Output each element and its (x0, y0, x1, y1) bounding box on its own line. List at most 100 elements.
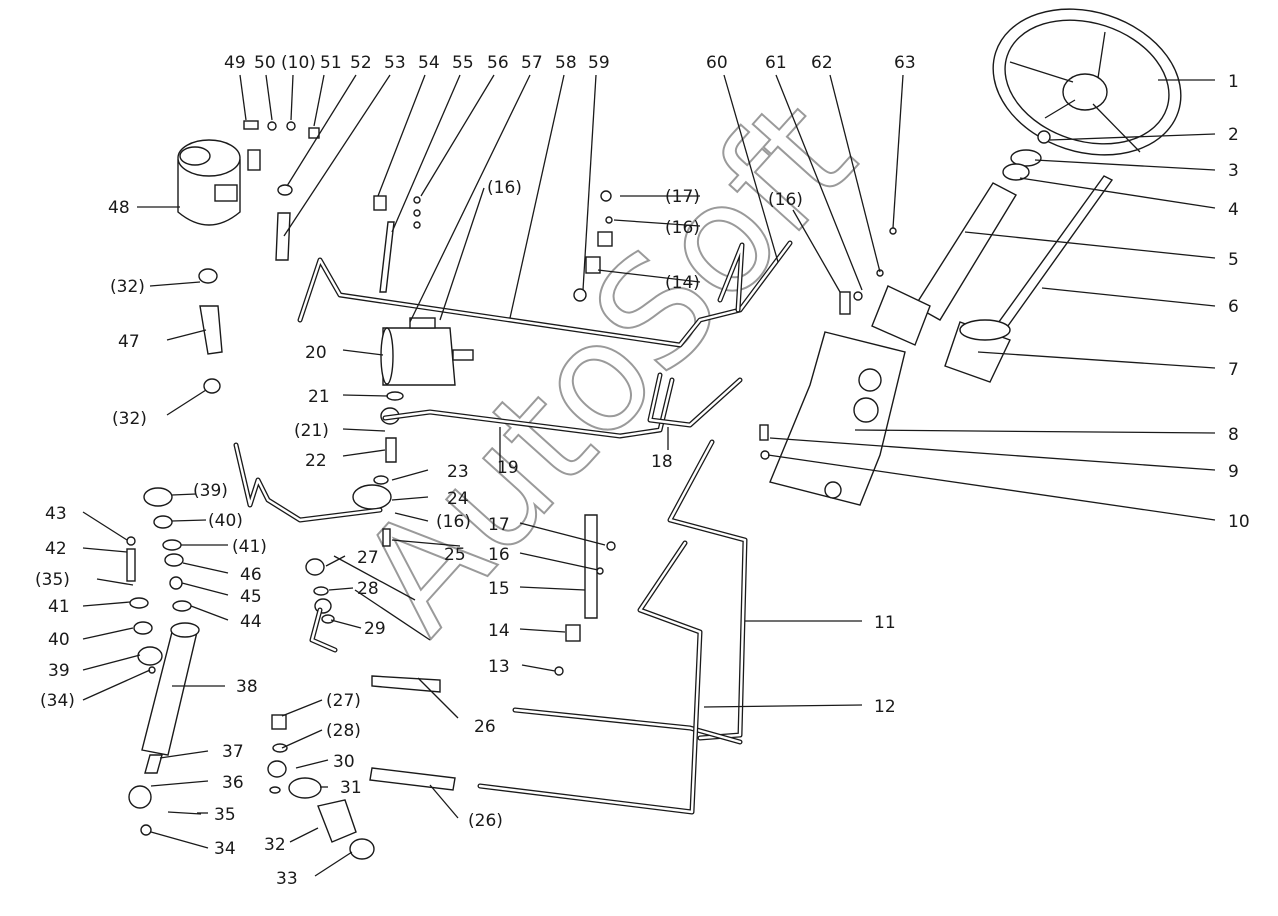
label-16d: (16) (436, 512, 471, 532)
mount-plate-62 (871, 285, 931, 346)
fitting-30 (267, 760, 287, 778)
label-43: 43 (45, 504, 67, 524)
label-5: 5 (1228, 250, 1239, 270)
label-31: 31 (340, 778, 362, 798)
label-20: 20 (305, 343, 327, 363)
label-32b: (32) (112, 409, 147, 429)
washer-41 (129, 597, 149, 609)
label-57: 57 (521, 53, 543, 73)
clamp-33 (349, 838, 375, 860)
label-55: 55 (452, 53, 474, 73)
strap-55 (379, 221, 395, 293)
label-21: 21 (308, 387, 330, 407)
nut-2 (1037, 130, 1051, 144)
washer-10-top (286, 121, 296, 131)
label-35b: (35) (35, 570, 70, 590)
washer-23 (373, 475, 389, 485)
seal-39 (137, 646, 163, 666)
bushing-4 (1002, 163, 1030, 181)
label-28: 28 (357, 579, 379, 599)
washer-28b (272, 743, 288, 753)
label-26: 26 (474, 717, 496, 737)
label-13: 13 (488, 657, 510, 677)
clamp-plate (597, 231, 613, 247)
label-17: 17 (488, 515, 510, 535)
label-44: 44 (240, 612, 262, 632)
label-62: 62 (811, 53, 833, 73)
bolt-16-right (853, 291, 863, 301)
label-3: 3 (1228, 161, 1239, 181)
label-32: 32 (264, 835, 286, 855)
label-28b: (28) (326, 721, 361, 741)
boot-32 (317, 799, 357, 843)
label-59: 59 (588, 53, 610, 73)
bolt-59 (573, 288, 587, 302)
label-8: 8 (1228, 425, 1239, 445)
label-23: 23 (447, 462, 469, 482)
banjo-bolt-27b (271, 714, 287, 730)
label-19: 19 (497, 458, 519, 478)
label-10-top: (10) (281, 53, 316, 73)
nut-51 (308, 127, 320, 139)
label-14: 14 (488, 621, 510, 641)
washer-33-small (269, 786, 281, 794)
parts (96, 8, 1182, 860)
label-17b: (17) (665, 187, 700, 207)
oil-reservoir-48 (177, 139, 261, 226)
banjo-24 (352, 484, 392, 510)
bolt-49 (243, 120, 259, 130)
hydraulic-pump-20 (380, 317, 474, 386)
cap-32-top (198, 268, 218, 284)
label-49: 49 (224, 53, 246, 73)
label-6: 6 (1228, 297, 1239, 317)
label-16c: (16) (768, 190, 803, 210)
clamp-31 (288, 777, 322, 799)
label-24: 24 (447, 489, 469, 509)
washer-40-top (153, 515, 173, 529)
label-41b: (41) (232, 537, 267, 557)
label-61: 61 (765, 53, 787, 73)
label-56: 56 (487, 53, 509, 73)
column-tube-5 (914, 182, 1017, 321)
label-47: 47 (118, 332, 140, 352)
bracket-54 (373, 195, 387, 211)
label-27: 27 (357, 548, 379, 568)
label-60: 60 (706, 53, 728, 73)
label-52: 52 (350, 53, 372, 73)
nut-45 (169, 576, 183, 590)
label-48: 48 (108, 198, 130, 218)
clamp-14-top (585, 256, 601, 274)
pipe-53 (275, 212, 291, 261)
label-41: 41 (48, 597, 70, 617)
rod-end-36 (128, 785, 152, 809)
label-10: 10 (1228, 512, 1250, 532)
nut-34 (140, 824, 152, 836)
label-34b: (34) (40, 691, 75, 711)
washer-16 (596, 567, 604, 575)
label-35: 35 (214, 805, 236, 825)
clamp-52 (277, 184, 293, 196)
label-51: 51 (320, 53, 342, 73)
hose-26b (369, 767, 456, 791)
label-25: 25 (444, 545, 466, 565)
label-38: 38 (236, 677, 258, 697)
hydraulic-lines (233, 240, 793, 815)
clamp-14 (565, 624, 581, 642)
label-9: 9 (1228, 462, 1239, 482)
label-26b: (26) (468, 811, 503, 831)
cap-32-bottom (203, 378, 221, 394)
leader-lines (82, 74, 1216, 877)
bolt-25 (382, 528, 391, 547)
label-34: 34 (214, 839, 236, 859)
label-21b: (21) (294, 421, 329, 441)
washer-50 (267, 121, 277, 131)
label-7: 7 (1228, 360, 1239, 380)
label-22: 22 (305, 451, 327, 471)
pin-42 (126, 548, 136, 582)
grease-43 (126, 536, 136, 546)
callout-labels: 1 2 3 4 5 6 7 8 9 10 11 12 49 50 (10) 51… (35, 53, 1250, 889)
label-32a: (32) (110, 277, 145, 297)
label-42: 42 (45, 539, 67, 559)
nut-17 (606, 541, 616, 551)
